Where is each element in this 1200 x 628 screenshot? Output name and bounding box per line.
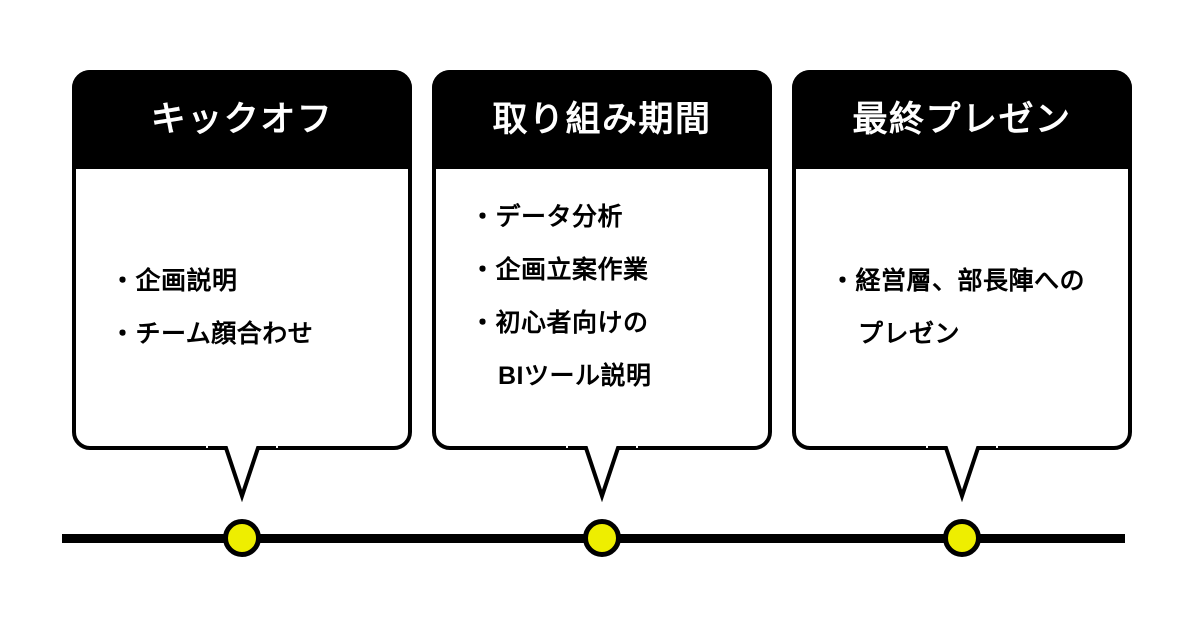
card-body-kickoff: ・企画説明 ・チーム顔合わせ xyxy=(76,169,408,446)
callout-tail-icon xyxy=(926,446,998,502)
callout-card-final-presentation[interactable]: 最終プレゼン ・経営層、部長陣への プレゼン xyxy=(792,70,1132,450)
bullet-item-continuation: BIツール説明 xyxy=(498,362,652,390)
bullet-item: ・企画説明 xyxy=(110,266,238,295)
bullet-item-continuation: プレゼン xyxy=(858,319,961,348)
card-header-label: 最終プレゼン xyxy=(852,100,1072,139)
bullet-item: ・データ分析 xyxy=(470,203,624,231)
timeline-marker-3[interactable] xyxy=(943,519,981,557)
timeline-marker-1[interactable] xyxy=(223,519,261,557)
timeline-marker-2[interactable] xyxy=(583,519,621,557)
card-header-work-period: 取り組み期間 xyxy=(432,70,772,169)
card-header-label: キックオフ xyxy=(150,100,334,139)
callout-card-work-period[interactable]: 取り組み期間 ・データ分析 ・企画立案作業 ・初心者向けの BIツール説明 xyxy=(432,70,772,450)
card-body-work-period: ・データ分析 ・企画立案作業 ・初心者向けの BIツール説明 xyxy=(436,169,768,446)
callout-tail-icon xyxy=(566,446,638,502)
bullet-item: ・経営層、部長陣への xyxy=(830,266,1086,295)
card-header-label: 取り組み期間 xyxy=(492,100,712,139)
callout-tail-icon xyxy=(206,446,278,502)
card-header-final-presentation: 最終プレゼン xyxy=(792,70,1132,169)
bullet-item: ・チーム顔合わせ xyxy=(110,319,314,348)
bullet-item: ・初心者向けの xyxy=(470,309,649,337)
bullet-item: ・企画立案作業 xyxy=(470,256,649,284)
callout-card-kickoff[interactable]: キックオフ ・企画説明 ・チーム顔合わせ xyxy=(72,70,412,450)
card-header-kickoff: キックオフ xyxy=(72,70,412,169)
card-body-final-presentation: ・経営層、部長陣への プレゼン xyxy=(796,169,1128,446)
